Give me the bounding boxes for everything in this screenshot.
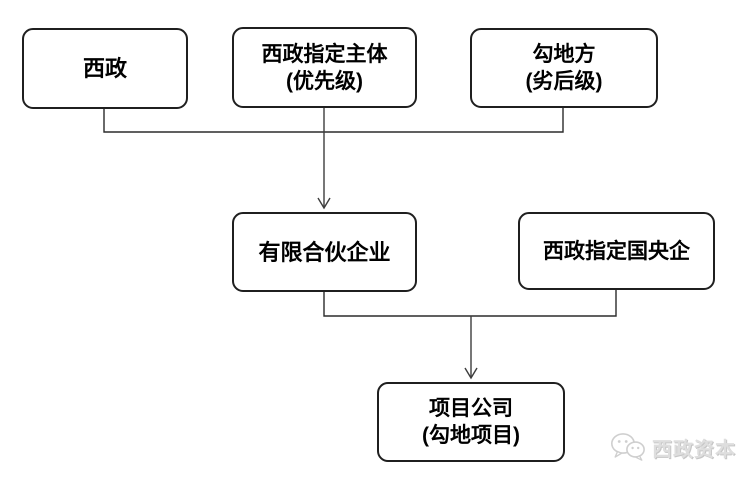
arrowhead-project bbox=[464, 367, 478, 380]
node-land-acquirer: 勾地方 (劣后级) bbox=[470, 28, 658, 108]
node-priority-label-line2: (优先级) bbox=[286, 69, 363, 93]
brand-watermark-text: 西政资本 bbox=[652, 438, 736, 461]
brand-watermark: 西政资本 bbox=[610, 431, 736, 463]
node-xizheng: 西政 bbox=[22, 28, 188, 109]
node-project-label-line1: 项目公司 bbox=[429, 397, 513, 420]
node-project-company: 项目公司 (勾地项目) bbox=[377, 382, 565, 462]
connector-middle-collector bbox=[323, 290, 617, 317]
node-lp-label: 有限合伙企业 bbox=[258, 239, 391, 265]
node-limited-partnership: 有限合伙企业 bbox=[232, 212, 417, 292]
node-xizheng-designated-entity: 西政指定主体 (优先级) bbox=[232, 27, 417, 108]
wechat-icon bbox=[611, 433, 645, 461]
node-soe-label: 西政指定国央企 bbox=[543, 239, 690, 263]
arrowhead-lp bbox=[317, 197, 331, 210]
node-land-label-line1: 勾地方 bbox=[532, 43, 596, 66]
node-xizheng-label: 西政 bbox=[82, 56, 127, 81]
node-designated-soe: 西政指定国央企 bbox=[518, 212, 715, 290]
node-priority-label-line1: 西政指定主体 bbox=[261, 42, 388, 66]
node-land-label-line2: (劣后级) bbox=[525, 70, 603, 93]
connector-top-collector bbox=[103, 108, 564, 133]
node-project-label-line2: (勾地项目) bbox=[422, 424, 520, 447]
